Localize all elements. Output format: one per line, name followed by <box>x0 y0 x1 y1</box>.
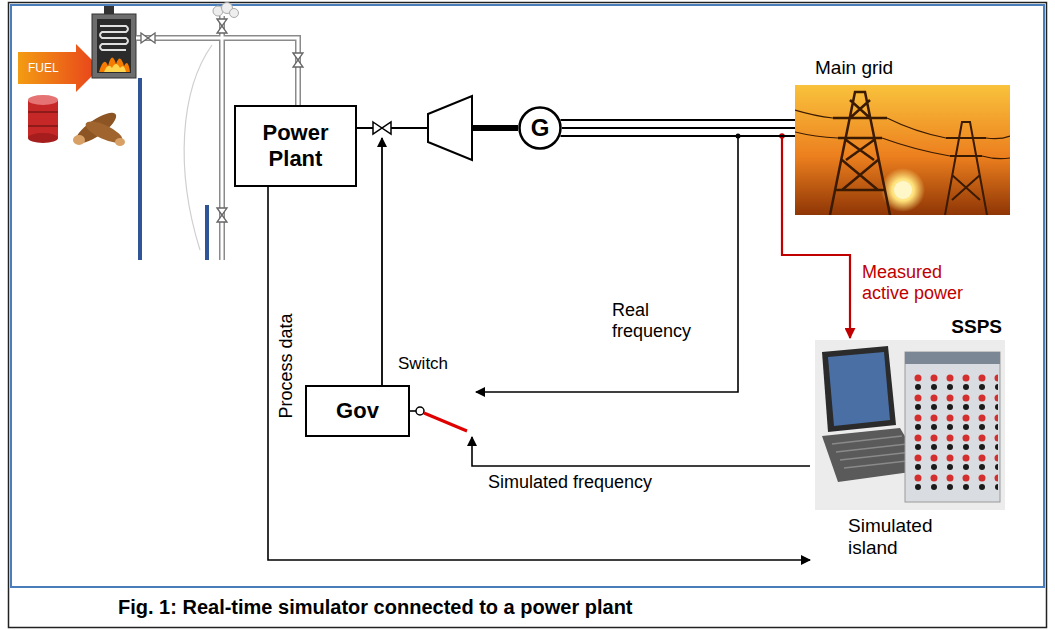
data-arrow <box>268 187 810 560</box>
process-box: Gov <box>305 385 410 437</box>
fuel-barrel <box>28 95 58 105</box>
firewood-logs <box>73 135 85 145</box>
signal-label: Measured active power <box>862 262 987 304</box>
fuel-barrel <box>28 133 58 143</box>
node-caption: Simulated island <box>848 515 968 559</box>
firewood-logs <box>72 108 125 149</box>
frequency-tap <box>476 134 741 393</box>
steam-cloud <box>213 3 239 18</box>
generator-circle: G <box>518 106 562 150</box>
water-pipe <box>140 78 207 260</box>
boiler <box>92 14 136 78</box>
simulator-photo <box>832 436 916 468</box>
figure-frame <box>9 3 1047 628</box>
fuel-arrow <box>18 44 100 92</box>
control-valve <box>373 122 391 134</box>
simulated-frequency-line <box>472 437 810 466</box>
process-box: Power Plant <box>234 105 357 187</box>
figure-caption: Fig. 1: Real-time simulator connected to… <box>118 596 633 619</box>
simulator-photo <box>822 346 896 432</box>
figure-frame <box>9 3 1047 628</box>
signal-label: Real frequency <box>612 300 712 342</box>
water-pipe <box>138 78 142 260</box>
steam-cloud <box>230 9 239 18</box>
boiler <box>100 26 128 50</box>
water-pipe <box>205 205 209 260</box>
simulator-photo <box>828 352 890 426</box>
simulator-photo <box>912 372 998 492</box>
fuel-barrel <box>28 111 58 113</box>
simulator-photo <box>815 340 1005 510</box>
circle-outline <box>520 108 561 149</box>
simulator-photo <box>815 340 1005 510</box>
fuel-barrel <box>28 125 58 127</box>
grid-photo <box>795 85 1010 215</box>
figure-frame <box>11 5 1044 587</box>
boiler <box>92 6 136 78</box>
box-title: Gov <box>336 398 379 424</box>
simulator-photo <box>905 352 1000 502</box>
pipe-valve <box>141 33 155 43</box>
grid-photo <box>795 85 1010 215</box>
box-title: Power Plant <box>236 120 355 172</box>
boiler <box>97 19 131 73</box>
governor-output <box>381 138 383 385</box>
generator-symbol: G <box>531 114 550 142</box>
switch-symbol <box>416 407 424 415</box>
fuel-label: FUEL <box>28 61 59 75</box>
grid-node: Main grid <box>795 55 1010 215</box>
grid-photo <box>795 110 1010 159</box>
power-measurement-line <box>782 136 850 338</box>
fuel-arrow <box>18 44 100 92</box>
grid-photo <box>830 92 890 215</box>
turbine-symbol <box>428 96 472 160</box>
node-heading: Main grid <box>815 57 893 79</box>
governor-output <box>382 138 383 385</box>
switch-symbol <box>424 413 467 431</box>
turbine-shaft <box>472 128 518 129</box>
grid-photo <box>894 181 912 199</box>
edge-label: Process data <box>276 314 297 419</box>
boiler <box>104 64 126 72</box>
turbine-symbol <box>428 96 472 160</box>
switch-symbol <box>410 410 416 412</box>
steam-pipe <box>184 45 212 250</box>
control-valve <box>373 122 391 134</box>
boiler <box>99 57 130 72</box>
power-measurement-line <box>779 133 850 338</box>
node-heading: SSPS <box>951 316 1002 338</box>
simulator-node: SSPS Simulated island <box>810 316 1010 575</box>
firewood-logs <box>115 138 125 146</box>
turbine-shaft <box>472 125 518 131</box>
firewood-logs <box>83 117 125 147</box>
frequency-tap <box>476 136 738 392</box>
fuel-barrel <box>28 95 58 143</box>
pipe-valve <box>293 53 303 67</box>
signal-label: Simulated frequency <box>488 472 652 493</box>
fuel-barrel <box>28 100 58 138</box>
pipe-valve <box>217 19 227 33</box>
simulated-frequency-line <box>472 437 810 466</box>
grid-photo <box>945 122 987 215</box>
simulator-photo <box>905 352 1000 364</box>
switch-label: Switch <box>398 354 448 374</box>
pipe-valve <box>217 208 227 222</box>
switch-symbol <box>410 407 467 431</box>
power-line <box>560 120 795 136</box>
